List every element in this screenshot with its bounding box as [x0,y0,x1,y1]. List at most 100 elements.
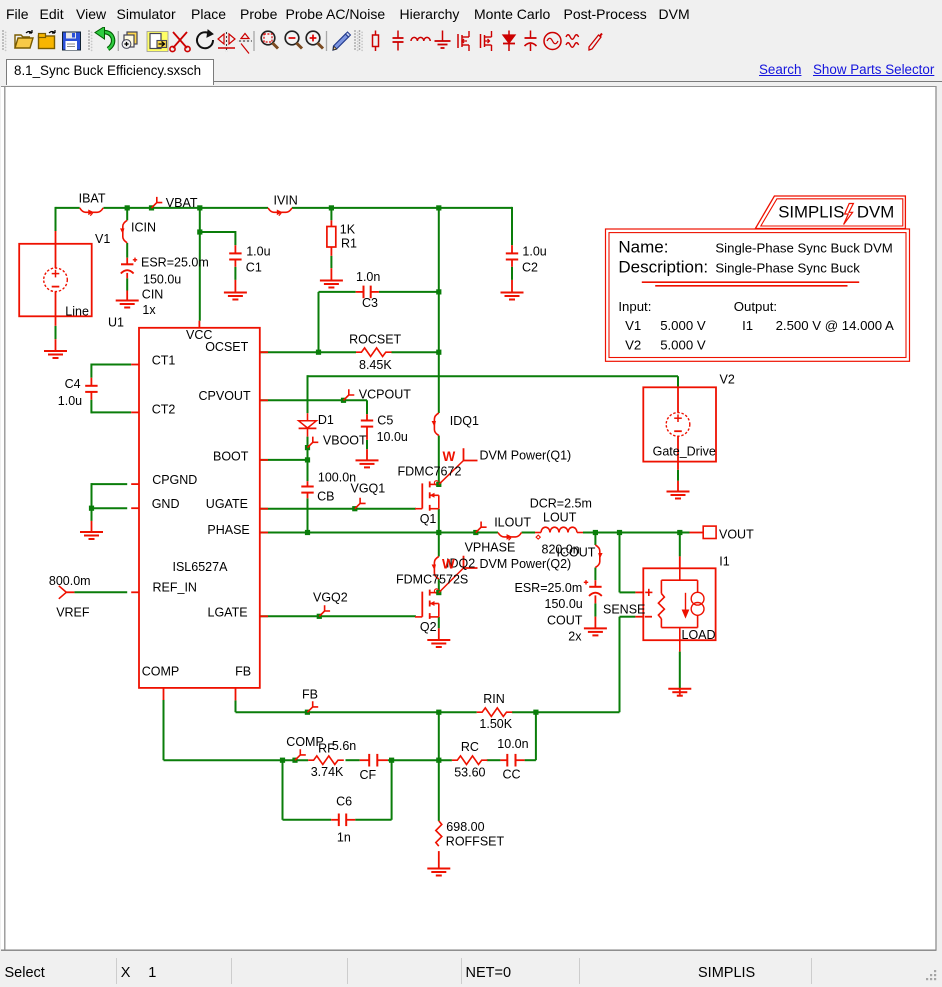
svg-text:1x: 1x [142,303,156,317]
svg-text:DCR=2.5m: DCR=2.5m [530,497,592,511]
svg-text:FDMC7672: FDMC7672 [398,465,462,479]
svg-text:ICOUT: ICOUT [557,546,596,560]
svg-text:W: W [442,557,455,572]
svg-text:C2: C2 [522,261,538,275]
svg-text:5.000 V: 5.000 V [660,338,706,353]
svg-text:800.0m: 800.0m [49,574,91,588]
svg-text:150.0u: 150.0u [143,272,181,286]
svg-text:3.74K: 3.74K [311,765,344,779]
svg-text:FB: FB [302,688,318,702]
svg-text:COMP: COMP [286,735,324,749]
svg-text:CT1: CT1 [152,354,176,368]
svg-text:I1: I1 [719,555,729,569]
svg-text:IVIN: IVIN [274,194,298,208]
svg-text:Gate_Drive: Gate_Drive [653,445,716,459]
svg-text:ROFFSET: ROFFSET [446,835,505,849]
svg-text:RIN: RIN [483,692,505,706]
svg-text:V2: V2 [625,338,641,353]
svg-text:1.0u: 1.0u [58,394,82,408]
svg-text:Name:: Name: [618,238,668,257]
svg-text:VOUT: VOUT [719,528,754,542]
svg-text:1.0u: 1.0u [246,245,270,259]
svg-text:W: W [443,449,456,464]
svg-text:2.500 V @ 14.000 A: 2.500 V @ 14.000 A [776,318,894,333]
svg-text:10.0n: 10.0n [497,737,528,751]
svg-text:Description:: Description: [618,258,708,277]
svg-text:SIMPLIS: SIMPLIS [778,202,844,221]
svg-text:CC: CC [503,768,521,782]
svg-text:100.0n: 100.0n [318,471,356,485]
svg-text:CB: CB [317,490,334,504]
svg-text:LGATE: LGATE [208,606,248,620]
svg-text:V1: V1 [625,318,641,333]
svg-text:1.0u: 1.0u [522,245,546,259]
svg-text:COMP: COMP [142,664,180,678]
svg-text:53.60: 53.60 [454,766,485,780]
svg-text:820.0n: 820.0n [542,543,580,557]
svg-text:UGATE: UGATE [206,497,248,511]
svg-text:C5: C5 [377,414,393,428]
svg-text:Single-Phase Sync Buck DVM: Single-Phase Sync Buck DVM [715,241,892,256]
svg-text:Line: Line [65,304,89,318]
svg-text:Output:: Output: [734,299,777,314]
svg-text:DVM Power(Q2): DVM Power(Q2) [480,557,572,571]
svg-text:ISL6527A: ISL6527A [173,560,229,574]
svg-text:1n: 1n [337,830,351,844]
svg-text:IDQ2: IDQ2 [446,557,475,571]
svg-text:PHASE: PHASE [207,523,249,537]
svg-text:CT2: CT2 [152,403,176,417]
svg-text:R1: R1 [341,236,357,250]
svg-text:VCC: VCC [186,328,212,342]
svg-text:VBOOT: VBOOT [323,434,367,448]
svg-text:ILOUT: ILOUT [494,516,531,530]
svg-text:ICIN: ICIN [131,221,156,235]
svg-text:Single-Phase Sync Buck: Single-Phase Sync Buck [715,261,860,276]
svg-text:U1: U1 [108,316,124,330]
svg-text:LOUT: LOUT [543,511,577,525]
svg-text:VGQ2: VGQ2 [313,591,348,605]
svg-text:ESR=25.0m: ESR=25.0m [515,581,583,595]
svg-text:CPVOUT: CPVOUT [199,389,251,403]
svg-text:VREF: VREF [56,605,90,619]
svg-text:C6: C6 [336,795,352,809]
svg-text:BOOT: BOOT [213,449,249,463]
svg-text:Q2: Q2 [420,620,437,634]
svg-text:C3: C3 [362,296,378,310]
svg-text:DVM Power(Q1): DVM Power(Q1) [480,449,572,463]
svg-text:ROCSET: ROCSET [349,333,401,347]
svg-text:V2: V2 [720,373,735,387]
svg-text:5.6n: 5.6n [332,739,356,753]
svg-text:DVM: DVM [857,202,894,221]
svg-text:REF_IN: REF_IN [153,580,197,594]
svg-text:Q1: Q1 [420,512,437,526]
svg-text:VPHASE: VPHASE [465,541,516,555]
svg-text:10.0u: 10.0u [377,430,408,444]
svg-text:150.0u: 150.0u [545,597,583,611]
svg-text:ESR=25.0m: ESR=25.0m [141,256,209,270]
svg-text:I1: I1 [742,318,753,333]
svg-text:Input:: Input: [618,299,651,314]
svg-text:RF: RF [318,742,335,756]
svg-text:2x: 2x [568,630,582,644]
svg-text:IBAT: IBAT [79,192,106,206]
svg-text:CPGND: CPGND [152,473,197,487]
svg-text:GND: GND [152,497,180,511]
svg-text:VCPOUT: VCPOUT [359,388,411,402]
svg-text:VGQ1: VGQ1 [351,482,386,496]
svg-text:CF: CF [360,768,377,782]
svg-text:1.50K: 1.50K [479,717,512,731]
svg-text:1.0n: 1.0n [356,270,380,284]
svg-text:8.45K: 8.45K [359,358,392,372]
svg-text:V1: V1 [95,232,110,246]
svg-text:5.000 V: 5.000 V [660,318,706,333]
svg-text:D1: D1 [318,413,334,427]
svg-text:OCSET: OCSET [205,340,248,354]
svg-text:IDQ1: IDQ1 [450,414,479,428]
svg-text:RC: RC [461,740,479,754]
svg-text:1K: 1K [340,223,356,237]
svg-text:CIN: CIN [142,288,164,302]
svg-text:FDMC7572S: FDMC7572S [396,573,468,587]
svg-text:698.00: 698.00 [446,820,484,834]
svg-text:C1: C1 [246,261,262,275]
svg-text:COUT: COUT [547,614,583,628]
